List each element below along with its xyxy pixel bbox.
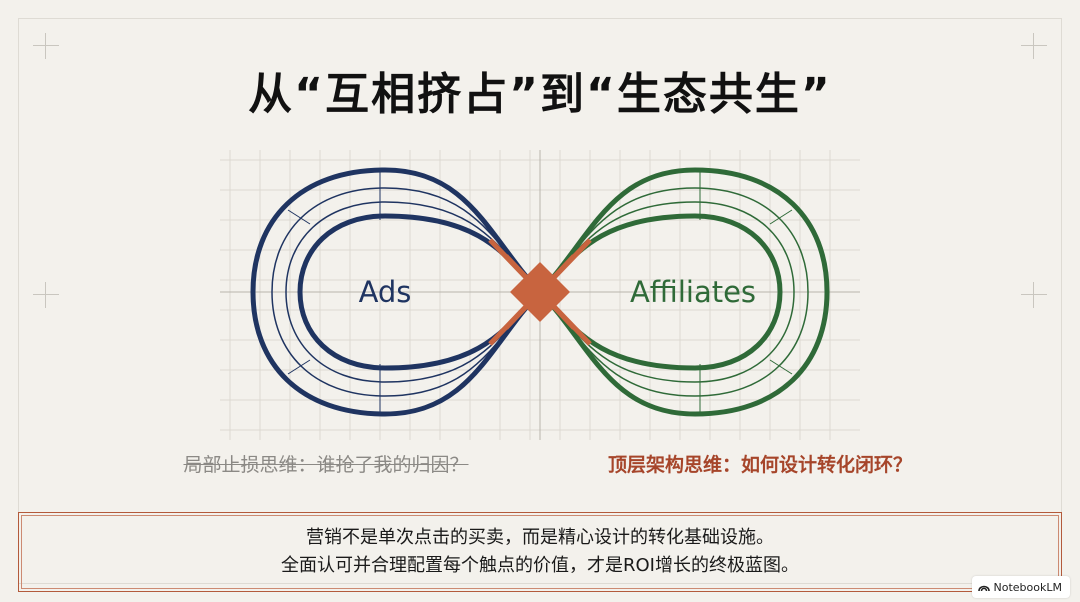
ads-loop [250, 167, 542, 417]
ads-label: Ads [358, 275, 412, 309]
summary-line-1: 营销不是单次点击的买卖，而是精心设计的转化基础设施。 [306, 527, 774, 548]
summary-inner-frame: 营销不是单次点击的买卖，而是精心设计的转化基础设施。 全面认可并合理配置每个触点… [21, 515, 1059, 589]
side-crosshair-left [33, 282, 59, 308]
slide-title: 从“互相挤占”到“生态共生” [248, 69, 832, 120]
notebooklm-badge-label: NotebookLM [993, 580, 1062, 594]
slide-frame [18, 18, 1062, 584]
side-crosshair-right [1021, 282, 1047, 308]
corner-crosshair-top-left [33, 33, 59, 59]
caption-local-thinking: 局部止损思维：谁抢了我的归因？ [183, 454, 469, 476]
caption-top-level-thinking: 顶层架构思维：如何设计转化闭环？ [607, 454, 912, 476]
summary-box: 营销不是单次点击的买卖，而是精心设计的转化基础设施。 全面认可并合理配置每个触点… [18, 512, 1062, 592]
summary-line-2: 全面认可并合理配置每个触点的价值，才是ROI增长的终极蓝图。 [281, 555, 799, 576]
notebooklm-badge[interactable]: NotebookLM [971, 576, 1070, 598]
intersection-diamond [510, 262, 570, 322]
affiliates-label: Affiliates [629, 275, 757, 309]
notebooklm-icon [977, 585, 990, 592]
corner-crosshair-top-right [1021, 33, 1047, 59]
infinity-diagram [220, 150, 860, 440]
affiliates-loop [538, 167, 830, 417]
